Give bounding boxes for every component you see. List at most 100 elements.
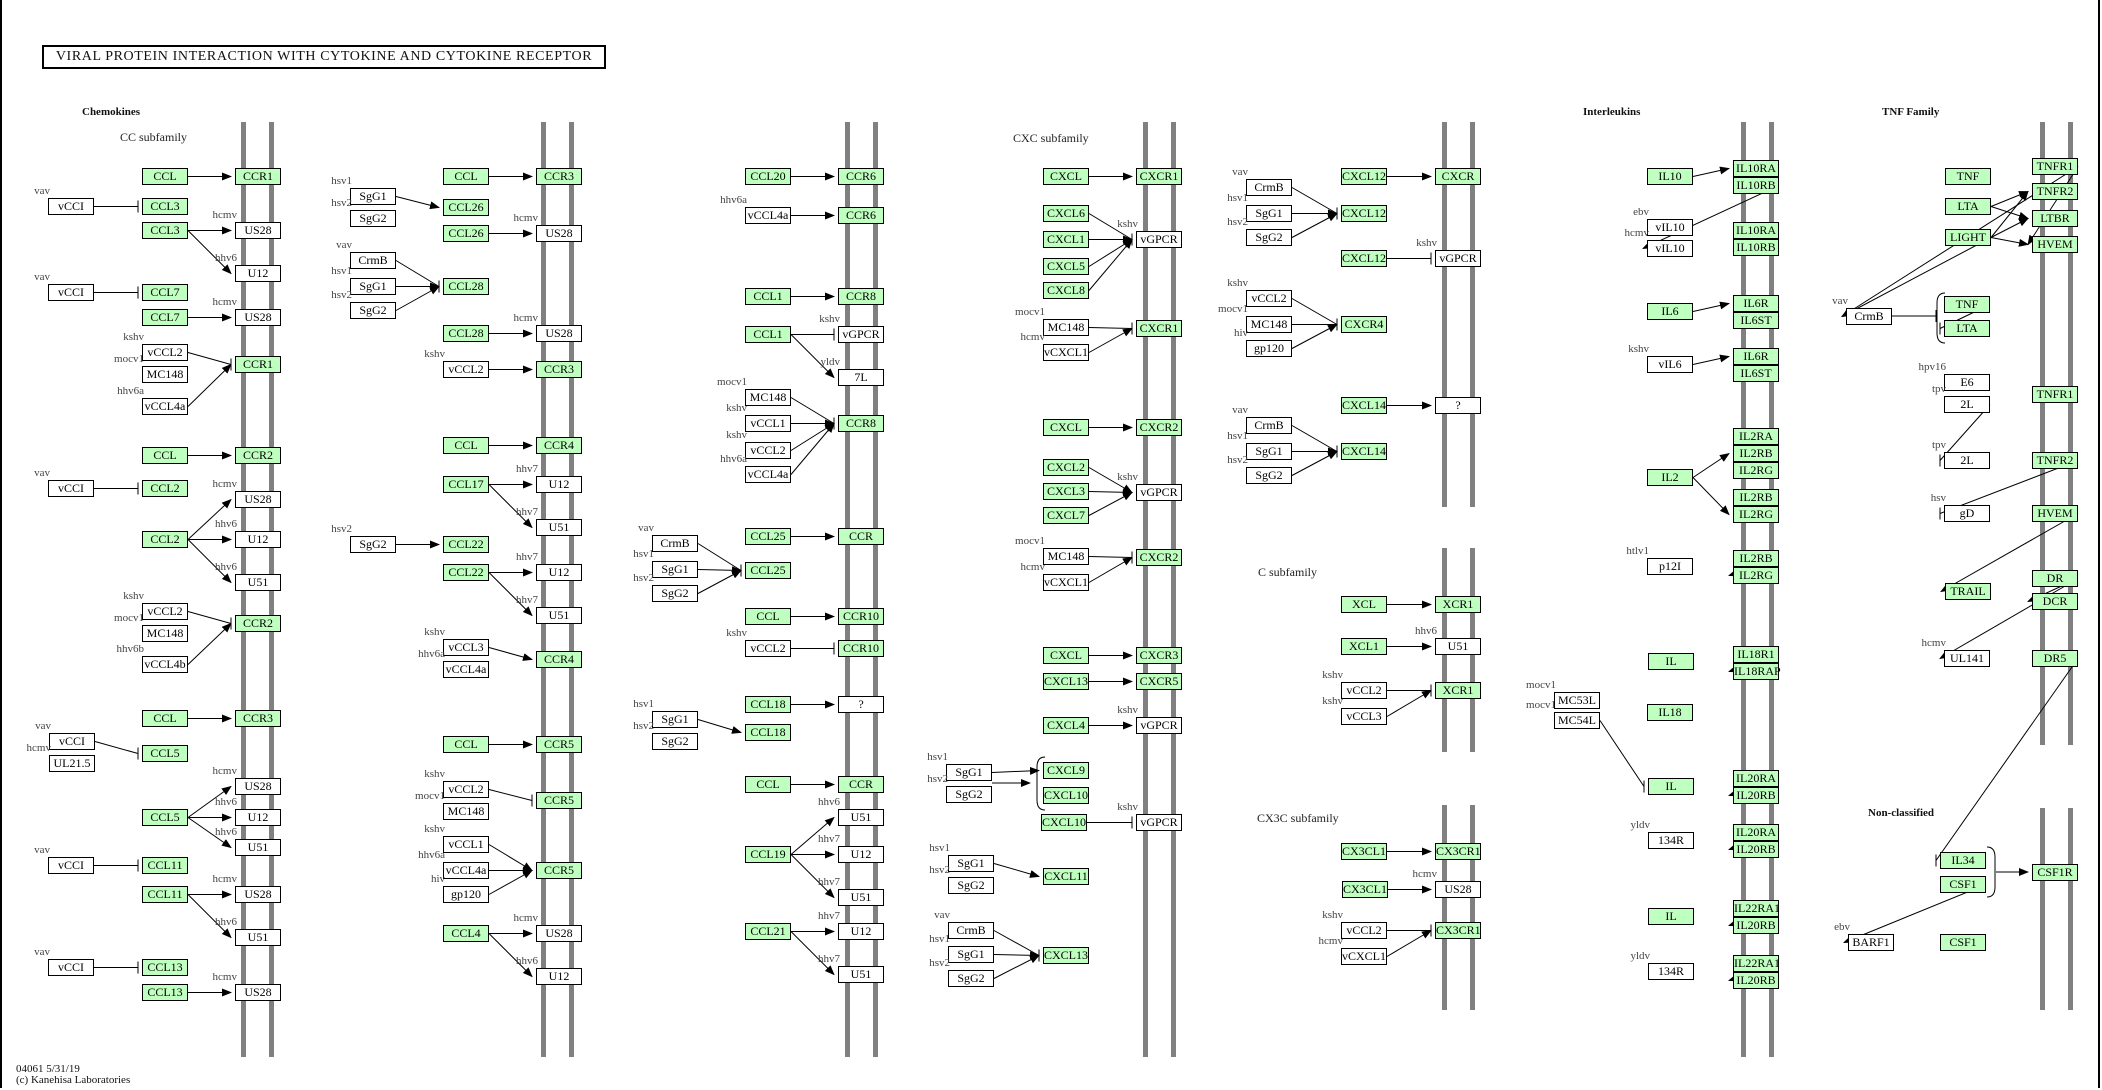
viral-protein-node[interactable]: U51 xyxy=(838,809,884,826)
viral-protein-node[interactable]: vGPCR xyxy=(1136,814,1182,831)
gene-node[interactable]: LIGHT xyxy=(1945,229,1991,246)
viral-protein-node[interactable]: CrmB xyxy=(1246,417,1292,434)
viral-protein-node[interactable]: SgG2 xyxy=(948,877,994,894)
gene-node[interactable]: IL2RB xyxy=(1733,550,1779,567)
gene-node[interactable]: IL2RB xyxy=(1733,445,1779,462)
gene-node[interactable]: IL6ST xyxy=(1733,365,1779,382)
gene-node[interactable]: CX3CR1 xyxy=(1435,843,1481,860)
viral-protein-node[interactable]: 134R xyxy=(1648,963,1694,980)
gene-node[interactable]: CCL18 xyxy=(745,696,791,713)
viral-protein-node[interactable]: SgG2 xyxy=(350,536,396,553)
gene-node[interactable]: CXCR2 xyxy=(1136,419,1182,436)
gene-node[interactable]: CCR xyxy=(838,528,884,545)
viral-protein-node[interactable]: vCCL4b xyxy=(142,656,188,673)
viral-protein-node[interactable]: US28 xyxy=(536,925,582,942)
gene-node[interactable]: CCR10 xyxy=(838,608,884,625)
viral-protein-node[interactable]: vCCI xyxy=(48,857,94,874)
viral-protein-node[interactable]: vCCL2 xyxy=(142,344,188,361)
gene-node[interactable]: IL18R1 xyxy=(1733,646,1779,663)
viral-protein-node[interactable]: vCCL4a xyxy=(745,207,791,224)
viral-protein-node[interactable]: SgG2 xyxy=(1246,467,1292,484)
viral-protein-node[interactable]: UL141 xyxy=(1944,650,1990,667)
gene-node[interactable]: CCL xyxy=(745,608,791,625)
gene-node[interactable]: XCL1 xyxy=(1341,638,1387,655)
gene-node[interactable]: CCL25 xyxy=(745,562,791,579)
gene-node[interactable]: CCL26 xyxy=(443,199,489,216)
gene-node[interactable]: CCL19 xyxy=(745,846,791,863)
viral-protein-node[interactable]: SgG2 xyxy=(948,970,994,987)
viral-protein-node[interactable]: vCCI xyxy=(48,198,94,215)
viral-protein-node[interactable]: CrmB xyxy=(948,922,994,939)
gene-node[interactable]: CCL13 xyxy=(142,984,188,1001)
gene-node[interactable]: CCR1 xyxy=(235,356,281,373)
gene-node[interactable]: CCR3 xyxy=(235,710,281,727)
viral-protein-node[interactable]: vCXCL1 xyxy=(1043,344,1089,361)
viral-protein-node[interactable]: U12 xyxy=(838,846,884,863)
gene-node[interactable]: IL20RB xyxy=(1733,787,1779,804)
gene-node[interactable]: IL22RA1 xyxy=(1733,955,1780,972)
gene-node[interactable]: CCL xyxy=(443,437,489,454)
gene-node[interactable]: CCL25 xyxy=(745,528,791,545)
gene-node[interactable]: CCL1 xyxy=(745,288,791,305)
viral-protein-node[interactable]: gD xyxy=(1944,505,1990,522)
viral-protein-node[interactable]: 2L xyxy=(1944,452,1990,469)
viral-protein-node[interactable]: US28 xyxy=(1435,881,1481,898)
gene-node[interactable]: CCR8 xyxy=(838,288,884,305)
gene-node[interactable]: TNFR2 xyxy=(2032,452,2078,469)
gene-node[interactable]: CXCL5 xyxy=(1043,258,1089,275)
viral-protein-node[interactable]: vIL10 xyxy=(1647,240,1693,257)
viral-protein-node[interactable]: U51 xyxy=(235,929,281,946)
viral-protein-node[interactable]: US28 xyxy=(235,984,281,1001)
gene-node[interactable]: IL2RG xyxy=(1733,567,1779,584)
viral-protein-node[interactable]: MC148 xyxy=(1043,319,1089,336)
gene-node[interactable]: CCR8 xyxy=(838,415,884,432)
gene-node[interactable]: CCL4 xyxy=(443,925,489,942)
viral-protein-node[interactable]: vCCL2 xyxy=(142,603,188,620)
viral-protein-node[interactable]: CrmB xyxy=(1246,179,1292,196)
gene-node[interactable]: IL20RB xyxy=(1733,972,1779,989)
viral-protein-node[interactable]: U51 xyxy=(536,519,582,536)
gene-node[interactable]: CCL xyxy=(142,168,188,185)
gene-node[interactable]: IL20RB xyxy=(1733,841,1779,858)
gene-node[interactable]: CCL7 xyxy=(142,284,188,301)
gene-node[interactable]: CXCL12 xyxy=(1341,205,1387,222)
gene-node[interactable]: CCL1 xyxy=(745,326,791,343)
viral-protein-node[interactable]: U12 xyxy=(536,564,582,581)
gene-node[interactable]: CCL28 xyxy=(443,278,489,295)
gene-node[interactable]: CSF1R xyxy=(2032,864,2078,881)
viral-protein-node[interactable]: vCXCL1 xyxy=(1043,574,1089,591)
gene-node[interactable]: IL18RAP xyxy=(1733,663,1781,680)
gene-node[interactable]: CXCR1 xyxy=(1136,168,1182,185)
viral-protein-node[interactable]: SgG2 xyxy=(350,302,396,319)
gene-node[interactable]: IL xyxy=(1648,778,1694,795)
gene-node[interactable]: CCR2 xyxy=(235,615,281,632)
gene-node[interactable]: TNF xyxy=(1945,168,1991,185)
viral-protein-node[interactable]: SgG1 xyxy=(652,561,698,578)
gene-node[interactable]: CXCL4 xyxy=(1043,717,1089,734)
gene-node[interactable]: CCR3 xyxy=(536,168,582,185)
gene-node[interactable]: LTA xyxy=(1945,198,1991,215)
gene-node[interactable]: CXCL3 xyxy=(1043,483,1089,500)
viral-protein-node[interactable]: vCCL4a xyxy=(142,398,188,415)
gene-node[interactable]: CSF1 xyxy=(1940,876,1986,893)
viral-protein-node[interactable]: SgG2 xyxy=(652,585,698,602)
gene-node[interactable]: IL20RA xyxy=(1733,770,1779,787)
viral-protein-node[interactable]: U12 xyxy=(838,923,884,940)
gene-node[interactable]: HVEM xyxy=(2032,505,2078,522)
gene-node[interactable]: CCL xyxy=(745,776,791,793)
gene-node[interactable]: CCR6 xyxy=(838,168,884,185)
viral-protein-node[interactable]: UL21.5 xyxy=(49,755,95,772)
viral-protein-node[interactable]: MC148 xyxy=(1043,548,1089,565)
viral-protein-node[interactable]: MC148 xyxy=(1246,316,1292,333)
viral-protein-node[interactable]: SgG2 xyxy=(350,210,396,227)
viral-protein-node[interactable]: p12I xyxy=(1647,558,1693,575)
viral-protein-node[interactable]: U12 xyxy=(235,265,281,282)
viral-protein-node[interactable]: CrmB xyxy=(652,535,698,552)
viral-protein-node[interactable]: SgG1 xyxy=(652,711,698,728)
gene-node[interactable]: CCL3 xyxy=(142,222,188,239)
gene-node[interactable]: IL2RA xyxy=(1733,428,1779,445)
viral-protein-node[interactable]: US28 xyxy=(235,778,281,795)
viral-protein-node[interactable]: vCCL2 xyxy=(1341,682,1387,699)
viral-protein-node[interactable]: 2L xyxy=(1944,396,1990,413)
gene-node[interactable]: CCL11 xyxy=(142,886,188,903)
